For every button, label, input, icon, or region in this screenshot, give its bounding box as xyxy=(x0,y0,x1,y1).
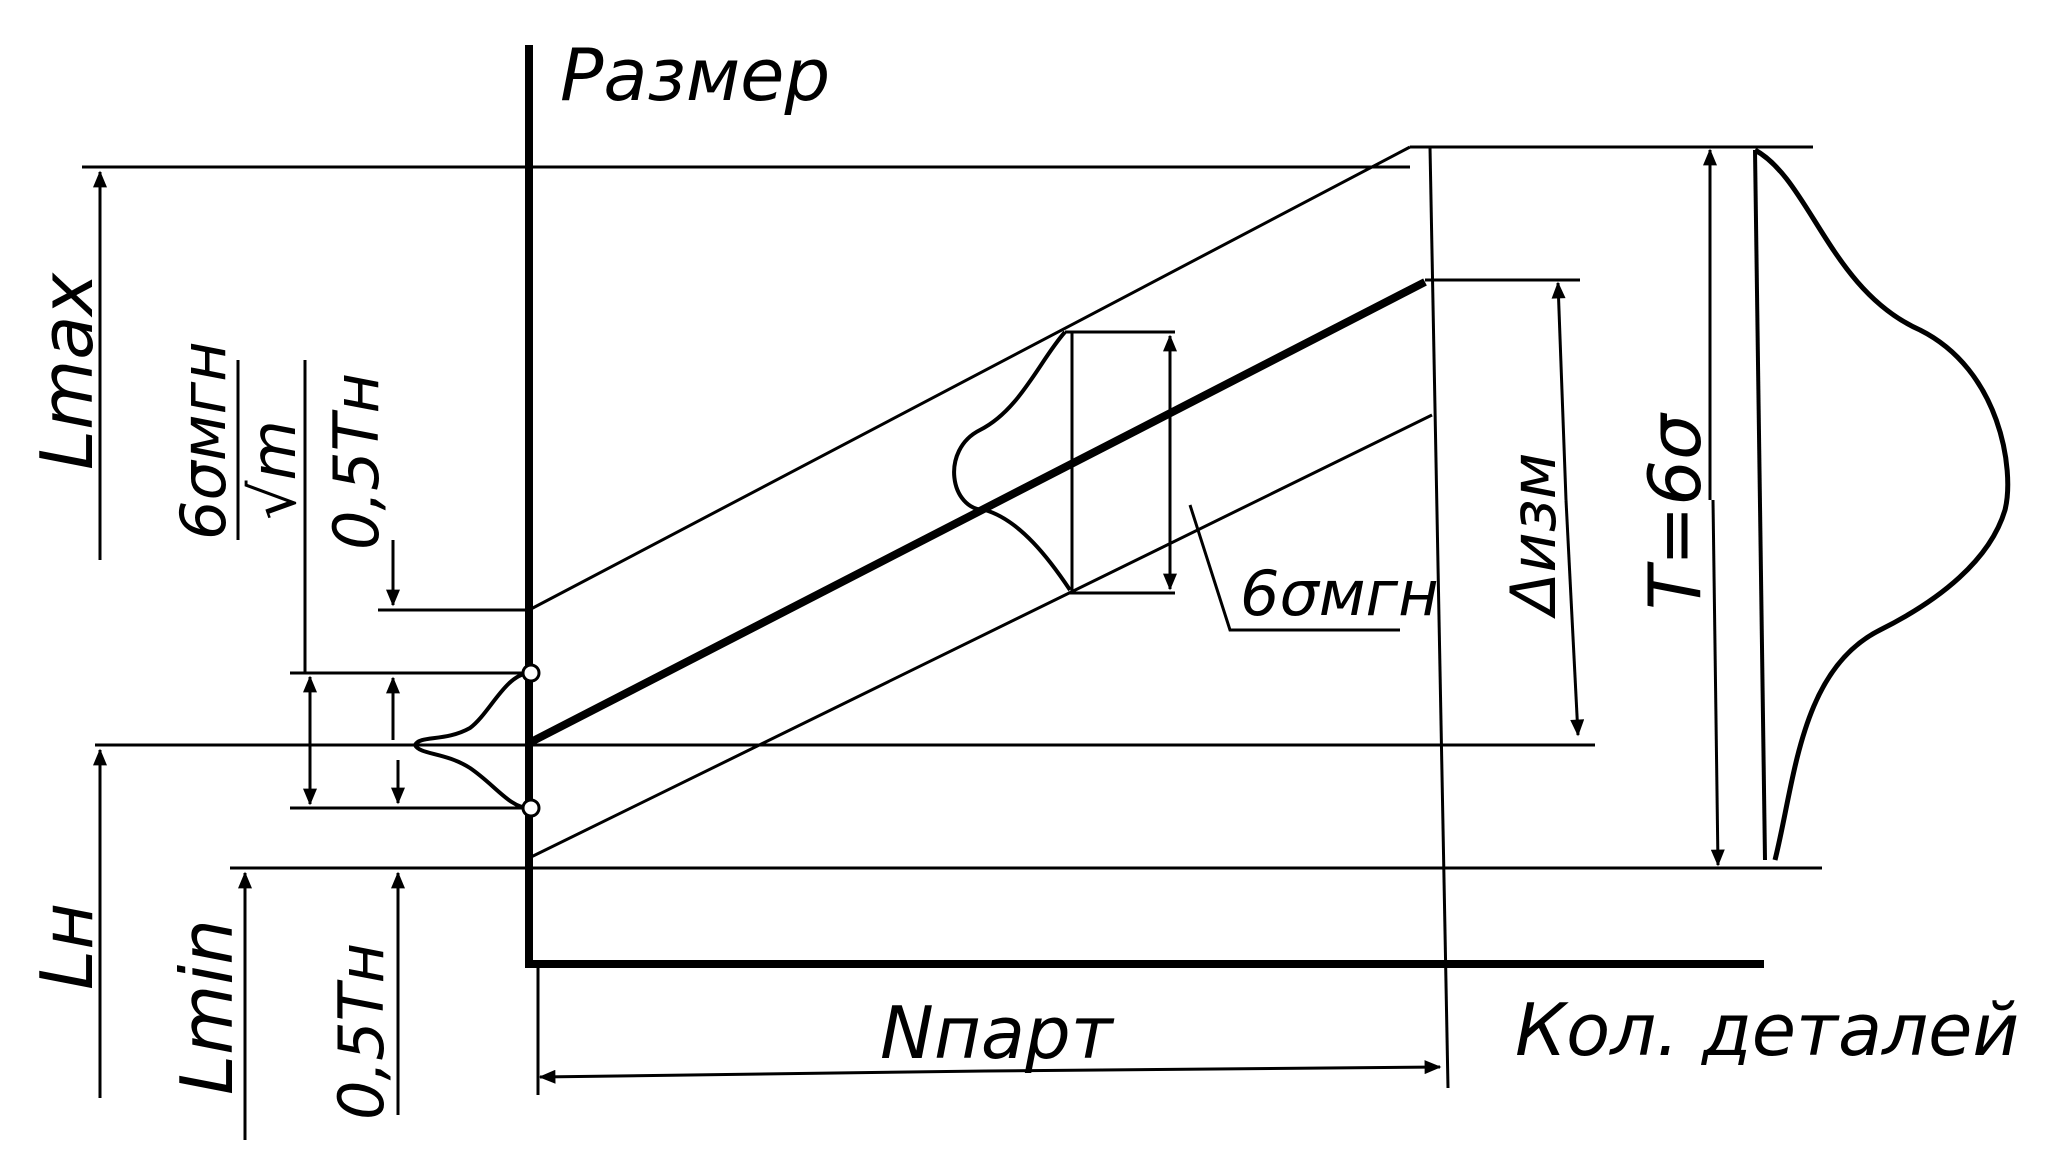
delta-dim-down-arrow xyxy=(1564,499,1585,737)
lmin-label: Lmin xyxy=(165,919,249,1095)
initial-distribution-curve xyxy=(412,671,530,810)
n-part-dim-right xyxy=(984,1060,1442,1075)
n-part-label: Nпарт xyxy=(880,991,1115,1075)
ln-label: Lн xyxy=(25,903,109,990)
mid-distribution-curve xyxy=(952,330,1072,592)
upper-band-line xyxy=(528,145,1411,612)
y-axis-label: Размер xyxy=(560,33,830,117)
half-tn-upper-label: 0,5Tн xyxy=(320,373,393,550)
n-part-vertical-line xyxy=(1428,146,1450,1089)
lower-inst-point xyxy=(521,798,541,818)
final-distribution-curve xyxy=(1753,147,2011,861)
n-part-dim-left xyxy=(538,1069,986,1084)
upper-inst-point xyxy=(521,663,541,683)
x-axis-label: Кол. деталей xyxy=(1515,988,2019,1072)
six-sigma-sqrt-numerator: 6σмгн xyxy=(167,341,240,540)
half-tn-lower-label: 0,5Tн xyxy=(325,943,398,1120)
lmax-label: Lmax xyxy=(25,272,109,470)
six-sigma-leader xyxy=(1188,504,1400,632)
tolerance-label: T=6σ xyxy=(1633,412,1717,610)
center-wear-line xyxy=(527,278,1427,747)
delta-izm-label: Δизм xyxy=(1497,453,1570,619)
lower-band-line xyxy=(528,413,1433,860)
right-dist-baseline xyxy=(1753,149,1767,861)
six-sigma-sqrt-denominator: √m xyxy=(237,420,310,520)
delta-dim-up-arrow xyxy=(1551,281,1568,501)
t-dim-down-arrow xyxy=(1710,499,1725,867)
six-sigma-inst-label: 6σмгн xyxy=(1240,557,1439,630)
